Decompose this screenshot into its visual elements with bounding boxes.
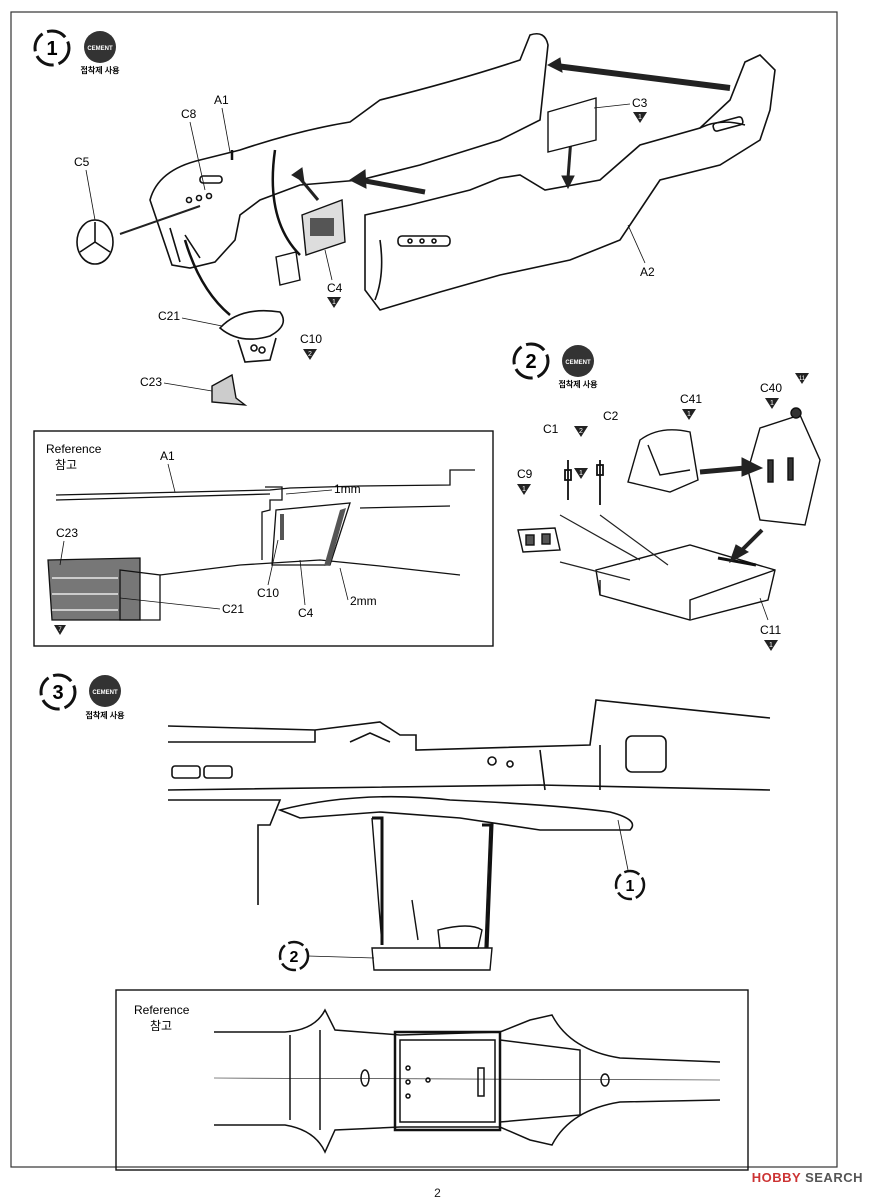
step2-label-c40-mark2: 11	[799, 376, 806, 382]
cement-badge-text-2: CEMENT	[565, 360, 591, 366]
step3: 3 CEMENT 접착제 사용	[39, 673, 771, 972]
step1-number: 1	[46, 38, 57, 60]
step3-number: 3	[52, 682, 63, 704]
step2-label-c9: C9	[517, 467, 533, 481]
step2-label-c11-mark: 1	[769, 642, 773, 649]
callout-2: 2	[278, 940, 375, 972]
cement-badge-text: CEMENT	[87, 46, 113, 52]
part-c3	[547, 97, 597, 153]
step2-label-c2-mark: 2	[579, 428, 583, 435]
part-c21	[218, 309, 285, 363]
label-c3: C3	[632, 96, 648, 110]
label-c23: C23	[140, 375, 162, 389]
part-c41-seat	[627, 429, 699, 493]
part-c9	[517, 527, 561, 553]
callout-2-number: 2	[290, 949, 299, 966]
step2-label-c1: C1	[543, 422, 559, 436]
step2-label-c41-mark: 1	[687, 411, 691, 418]
watermark-logo: HOBBY	[751, 1170, 801, 1185]
cement-note-2: 접착제 사용	[558, 379, 598, 389]
label-c5: C5	[74, 155, 90, 169]
reference1-panel: Reference 참고 A1 1mm C23 C21 C10	[33, 430, 494, 647]
ref1-label-a1: A1	[160, 449, 175, 463]
part-c23-ref	[47, 557, 141, 621]
page-number: 2	[434, 1186, 441, 1200]
label-c4-mark: 1	[332, 299, 336, 306]
part-c5	[76, 219, 114, 265]
cement-icon-2: CEMENT	[562, 345, 594, 377]
watermark: HOBBY SEARCH	[752, 1170, 863, 1185]
label-c8: C8	[181, 107, 197, 121]
step2-label-c2: C2	[603, 409, 619, 423]
step2-number: 2	[525, 351, 536, 373]
ref1-label-c23-mark: 7	[58, 627, 62, 633]
callout-1: 1	[614, 819, 646, 901]
ref1-label-c23: C23	[56, 526, 78, 540]
part-c40-armor	[747, 407, 821, 526]
step2: 2 CEMENT 접착제 사용	[512, 342, 821, 651]
part-c10-ref	[280, 514, 284, 540]
ref1-label-c4: C4	[298, 606, 314, 620]
label-a2: A2	[640, 265, 655, 279]
step2-label-c1-mark: 1	[579, 470, 583, 477]
step2-arrows	[559, 457, 764, 581]
part-c4	[301, 199, 346, 256]
ref1-label-c10: C10	[257, 586, 279, 600]
fuselage-side-view	[167, 699, 771, 905]
fuselage-half-a2	[364, 54, 776, 311]
ref1-label-1mm: 1mm	[334, 482, 361, 496]
cement-note-3: 접착제 사용	[85, 710, 125, 720]
callout-1-number: 1	[626, 878, 635, 895]
step2-label-c40-mark: 1	[770, 400, 774, 407]
reference2-title-ko: 참고	[150, 1019, 172, 1033]
watermark-text: SEARCH	[805, 1170, 863, 1185]
cement-icon: CEMENT	[84, 31, 116, 63]
cockpit-assembly-step3	[371, 816, 494, 971]
cement-note: 접착제 사용	[80, 65, 120, 75]
step1-number-badge: 1	[33, 29, 71, 67]
parts-c1-c2-pedals	[564, 460, 604, 505]
label-c21: C21	[158, 309, 180, 323]
part-c23	[211, 373, 248, 406]
reference1-title: Reference	[46, 442, 102, 456]
step2-label-c40: C40	[760, 381, 782, 395]
step1: 1 CEMENT 접착제 사용	[33, 29, 776, 406]
part-c10	[275, 251, 301, 286]
cockpit-top-view	[213, 1008, 721, 1154]
label-c10-mark: 2	[308, 351, 312, 358]
part-c11-floor	[595, 544, 776, 621]
step2-label-c11: C11	[760, 623, 781, 637]
label-c4: C4	[327, 281, 343, 295]
ref1-label-2mm: 2mm	[350, 594, 377, 608]
ref1-label-c21: C21	[222, 602, 244, 616]
leader-lines	[183, 149, 301, 316]
label-a1: A1	[214, 93, 229, 107]
reference2-title: Reference	[134, 1003, 190, 1017]
step2-label-c9-mark: 1	[522, 486, 526, 493]
label-c10: C10	[300, 332, 322, 346]
page-frame	[10, 11, 838, 1168]
step3-number-badge: 3	[39, 673, 77, 711]
cement-badge-text-3: CEMENT	[92, 690, 118, 696]
step2-number-badge: 2	[512, 342, 550, 380]
cement-icon-3: CEMENT	[89, 675, 121, 707]
step2-label-c41: C41	[680, 392, 702, 406]
reference2-panel: Reference 참고	[115, 989, 749, 1171]
label-c3-mark: 1	[638, 114, 642, 121]
reference1-title-ko: 참고	[55, 458, 77, 472]
fuselage-half-a1	[149, 32, 549, 269]
